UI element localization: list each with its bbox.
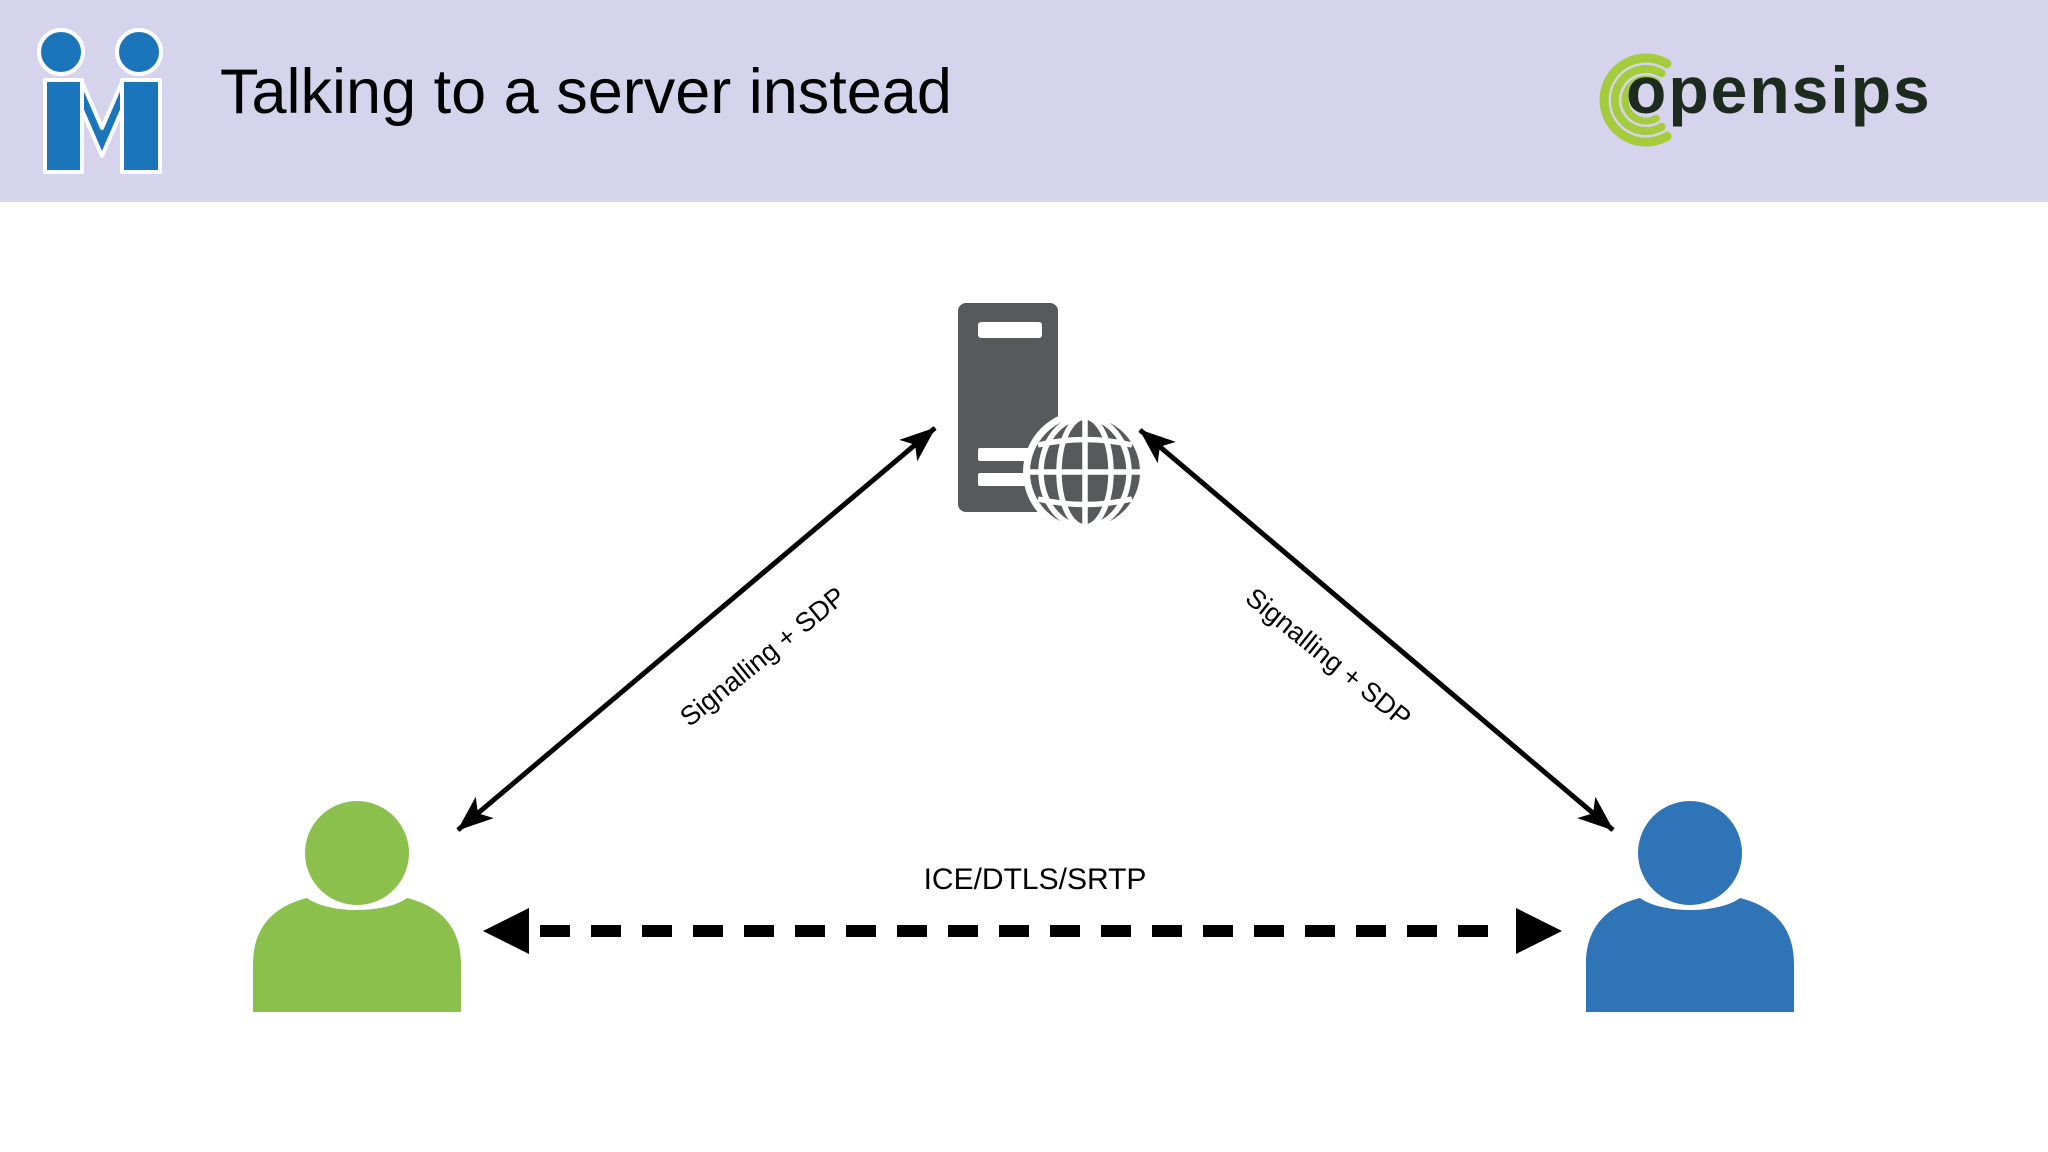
m-logo-right-bar (120, 78, 162, 174)
page-title: Talking to a server instead (220, 57, 952, 127)
signalling-arrow-left (456, 426, 937, 832)
left-person-icon (253, 801, 461, 1012)
m-logo-chevron (80, 80, 124, 158)
media-arrowhead-left (483, 908, 529, 954)
right-person-icon (1586, 801, 1794, 1012)
media-arrow-dashed (483, 908, 1562, 954)
m-handshake-logo-icon (37, 28, 163, 174)
m-logo-right-head (115, 28, 163, 76)
header-bar: Talking to a server instead opensips (0, 0, 2048, 202)
media-label: ICE/DTLS/SRTP (923, 863, 1147, 896)
opensips-logo: opensips (1596, 50, 1996, 160)
media-arrowhead-right (1516, 908, 1562, 954)
globe-icon (1023, 410, 1147, 534)
opensips-wordmark: opensips (1626, 53, 1932, 127)
m-logo-left-head (37, 28, 85, 76)
opensips-arcs-icon (1599, 53, 1672, 147)
m-logo-left-bar (43, 78, 84, 174)
signalling-arrow-right (1138, 428, 1615, 832)
